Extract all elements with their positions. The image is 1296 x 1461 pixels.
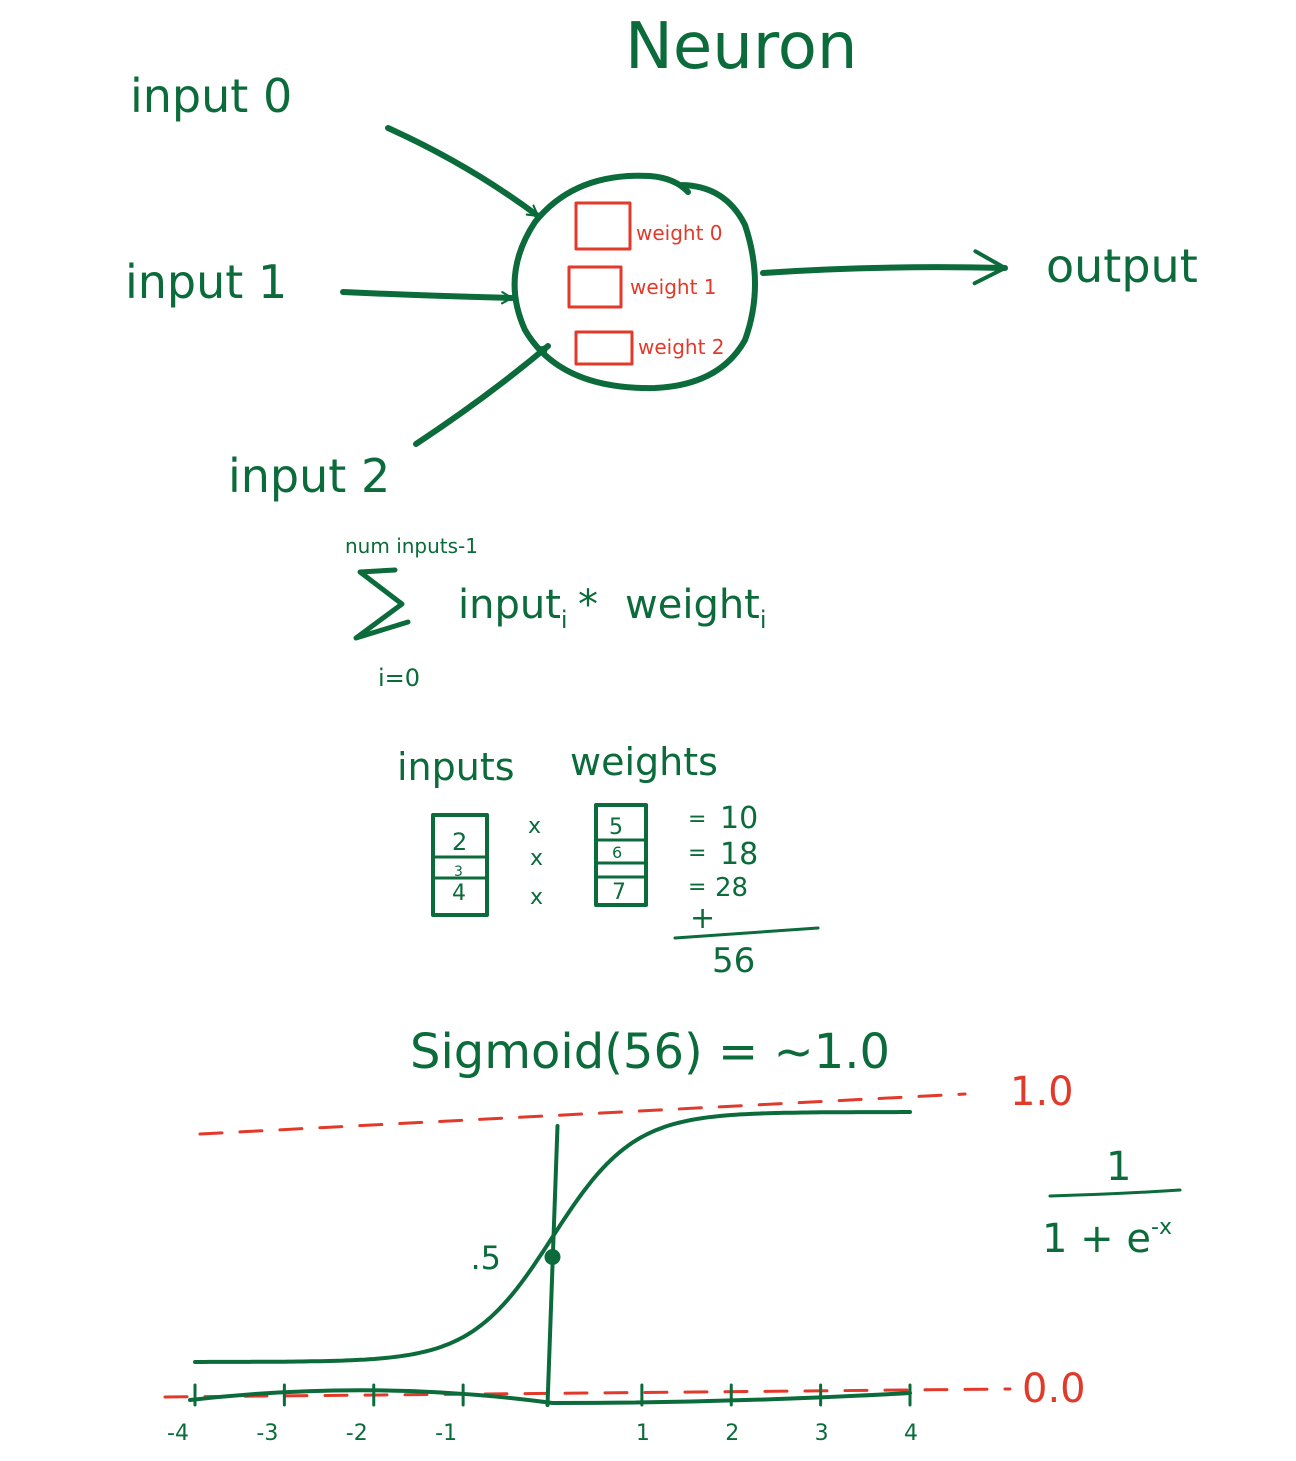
sum-value: 56 [712,941,755,981]
summation-formula: num inputs-1 i=0 inputi * weighti [345,534,767,692]
formula-input-term: inputi [458,582,568,634]
input-0-label: input 0 [130,69,292,123]
x-tick-label: 2 [725,1421,739,1446]
input-value-1: 3 [454,864,463,880]
equals-1: = [688,841,706,866]
output-arrow [760,249,1008,286]
x-tick-label: -3 [256,1421,278,1446]
formula-operator: * [578,582,598,628]
sigmoid-numerator: 1 [1106,1144,1131,1190]
equals-2: = [688,875,706,900]
x-tick-label: -4 [167,1421,189,1446]
x-tick-label: 3 [815,1421,829,1446]
x-axis [188,1388,912,1405]
reference-label-0: 0.0 [1022,1366,1086,1412]
sum-line [673,926,820,940]
y-axis [545,1124,560,1407]
midpoint-marker [544,1249,561,1265]
reference-label-1: 1.0 [1010,1069,1074,1115]
input-2-label: input 2 [228,449,390,503]
weights-header: weights [570,740,718,784]
input-2-arrow [413,343,551,447]
inputs-header: inputs [397,745,515,789]
plus-sign: + [690,901,715,936]
x-tick-label: -2 [346,1421,368,1446]
weight-box-0: weight 0 [574,201,723,251]
times-2: x [530,885,543,910]
product-0: 10 [720,801,758,836]
input-0-arrow [385,125,541,219]
equals-0: = [688,807,706,832]
sigmoid-chart: 1.0 0.0 -4 -3 -2 -1 1 2 3 4 .5 [163,1069,1086,1446]
x-tick-label: -1 [435,1421,457,1446]
x-tick-label: 4 [904,1421,918,1446]
times-1: x [530,846,543,871]
neuron-body [511,172,758,392]
x-tick-label: 1 [636,1421,650,1446]
product-2: 28 [715,873,748,903]
sum-lower-limit: i=0 [378,664,420,692]
weight-0-label: weight 0 [636,221,723,245]
reference-line-0 [163,1387,1012,1399]
formula-weight-term: weighti [625,582,767,634]
weights-vector: 5 6 7 [594,803,648,907]
diagram-title: Neuron [625,10,857,84]
sum-upper-limit: num inputs-1 [345,534,478,558]
x-tick-group: -4 -3 -2 -1 1 2 3 4 [167,1383,918,1446]
sigmoid-denominator: 1 + e-x [1042,1215,1172,1262]
weight-1-label: weight 1 [630,275,717,299]
output-label: output [1046,239,1198,293]
weight-value-2: 7 [612,880,626,905]
weight-box-2: weight 2 [574,330,725,366]
sigmoid-curve [193,1110,912,1364]
input-value-2: 4 [452,881,466,906]
worked-example: inputs weights 2 3 4 x x x 5 6 7 = 10 = … [397,740,820,981]
reference-line-1 [198,1092,967,1136]
weight-box-1: weight 1 [567,265,717,309]
weight-value-0: 5 [609,815,623,840]
input-value-0: 2 [452,828,467,856]
weight-2-label: weight 2 [638,335,725,359]
inputs-vector: 2 3 4 [431,813,489,917]
weight-value-1: 6 [612,843,622,862]
sigma-symbol [353,567,411,641]
input-1-label: input 1 [125,255,287,309]
sigmoid-fraction-bar [1048,1188,1182,1198]
midpoint-label: .5 [471,1239,502,1277]
input-1-arrow [340,289,515,305]
sigmoid-formula: 1 1 + e-x [1042,1144,1182,1262]
sigmoid-caption: Sigmoid(56) = ~1.0 [410,1024,890,1080]
times-0: x [528,814,541,839]
product-1: 18 [720,837,758,872]
